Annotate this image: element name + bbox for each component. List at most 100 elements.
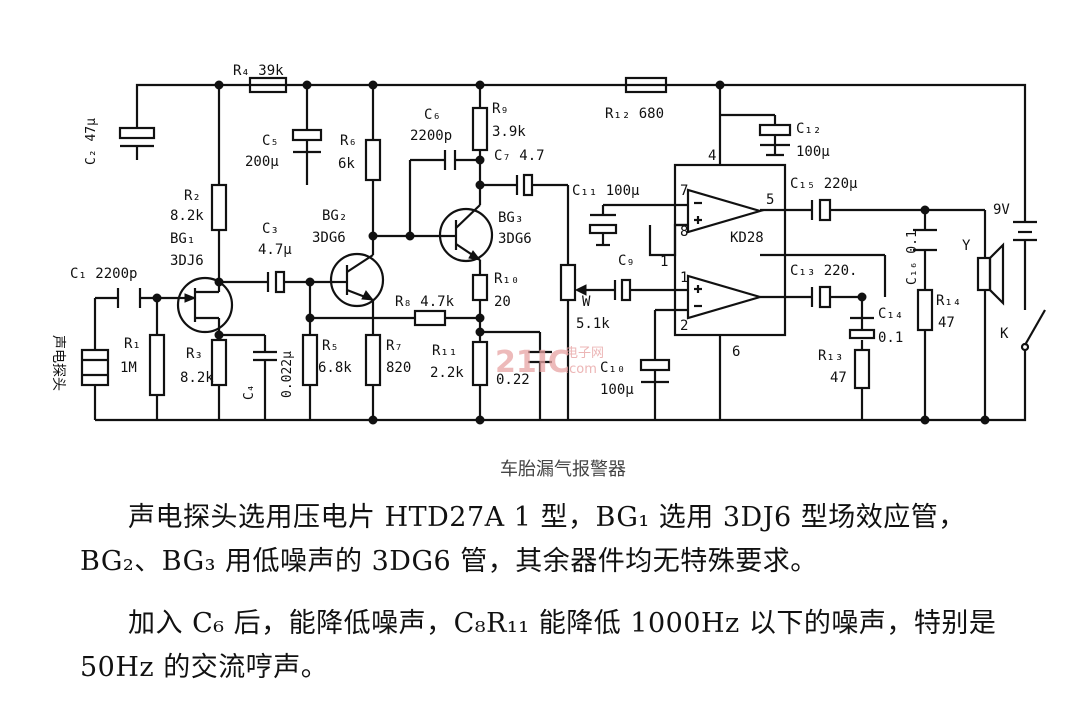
description-paragraph-1: 声电探头选用压电片 HTD27A 1 型，BG₁ 选用 3DJ6 型场效应管，B…: [80, 502, 966, 577]
svg-text:5: 5: [766, 192, 774, 208]
resistor-r6: [364, 138, 382, 182]
svg-text:5.1k: 5.1k: [576, 316, 610, 332]
capacitors: [80, 98, 937, 387]
circuit-schematic: R₄ 39k R₁₂ 680 C₂ 47μ R₂ 8.2k BG₁ 3DJ6 C…: [50, 63, 1046, 480]
svg-text:C₄: C₄: [242, 384, 257, 400]
svg-text:Y: Y: [962, 238, 971, 254]
svg-text:2200p: 2200p: [410, 128, 452, 144]
svg-text:3DG6: 3DG6: [312, 230, 346, 246]
watermark: 21IC 电子网 .com: [495, 345, 604, 380]
svg-text:C₉: C₉: [618, 253, 635, 269]
transistor-bg2: [329, 252, 385, 308]
svg-text:0.1: 0.1: [878, 330, 903, 346]
svg-text:R₄ 39k: R₄ 39k: [233, 63, 284, 79]
resistor-r5: [301, 333, 319, 387]
svg-text:C₃: C₃: [262, 221, 279, 237]
resistors: [148, 76, 934, 397]
svg-text:C₆: C₆: [424, 107, 441, 123]
svg-text:820: 820: [386, 360, 411, 376]
svg-text:C₁₃ 220.: C₁₃ 220.: [790, 263, 857, 279]
svg-text:电子网: 电子网: [565, 346, 604, 361]
resistor-r11: [471, 340, 489, 387]
description-paragraph-2: 加入 C₆ 后，能降低噪声，C₈R₁₁ 能降低 1000Hz 以下的噪声，特别是…: [80, 608, 997, 683]
resistor-r14: [916, 288, 934, 332]
transistor-bg3: [438, 207, 494, 263]
svg-text:R₁₂ 680: R₁₂ 680: [605, 106, 664, 122]
svg-text:BG₃: BG₃: [498, 210, 523, 226]
transistors: [176, 204, 494, 335]
svg-text:47: 47: [938, 315, 955, 331]
piezo-probe: [80, 348, 110, 387]
svg-text:C₁ 2200p: C₁ 2200p: [70, 266, 137, 282]
svg-text:6.8k: 6.8k: [318, 360, 352, 376]
svg-text:C₂ 47μ: C₂ 47μ: [84, 118, 99, 165]
svg-text:R₆: R₆: [340, 133, 357, 149]
svg-text:BG₂: BG₂: [322, 208, 347, 224]
svg-text:K: K: [1000, 326, 1009, 342]
svg-text:R₈ 4.7k: R₈ 4.7k: [395, 294, 455, 310]
svg-text:100μ: 100μ: [796, 144, 830, 160]
svg-text:C₁₀: C₁₀: [600, 360, 625, 376]
svg-text:R₂: R₂: [184, 188, 201, 204]
resistor-r12: [624, 76, 668, 94]
svg-text:3DG6: 3DG6: [498, 231, 532, 247]
svg-text:1: 1: [680, 270, 688, 286]
resistor-r9: [471, 106, 489, 152]
svg-text:声电探头: 声电探头: [50, 335, 66, 391]
svg-text:R₁₃: R₁₃: [818, 348, 843, 364]
svg-text:2: 2: [680, 318, 688, 334]
svg-text:8: 8: [680, 224, 688, 240]
svg-text:7: 7: [680, 183, 688, 199]
resistor-r8: [413, 309, 447, 327]
svg-text:R₉: R₉: [492, 101, 509, 117]
svg-text:R₁₄: R₁₄: [936, 293, 961, 309]
svg-text:1M: 1M: [120, 360, 137, 376]
resistor-r3: [210, 338, 228, 387]
resistor-r10: [471, 273, 489, 302]
svg-text:C₁₆ 0.1: C₁₆ 0.1: [905, 230, 920, 285]
svg-text:20: 20: [494, 294, 511, 310]
svg-text:0.22: 0.22: [496, 372, 530, 388]
svg-text:4.7μ: 4.7μ: [258, 242, 292, 258]
junctions: [152, 80, 990, 425]
transistor-bg1: [176, 276, 234, 334]
svg-text:2.2k: 2.2k: [430, 365, 464, 381]
svg-text:47: 47: [830, 370, 847, 386]
svg-text:C₇ 4.7: C₇ 4.7: [494, 148, 545, 164]
speaker: [976, 256, 992, 292]
svg-text:8.2k: 8.2k: [170, 208, 204, 224]
svg-text:100μ: 100μ: [600, 382, 634, 398]
resistor-r7: [364, 333, 382, 387]
svg-text:4: 4: [708, 148, 716, 164]
potentiometer-w: [559, 263, 577, 302]
resistor-r13: [853, 348, 871, 390]
svg-text:W: W: [582, 294, 591, 310]
svg-text:R₇: R₇: [386, 338, 403, 354]
resistor-r4: [248, 76, 288, 94]
svg-text:6k: 6k: [338, 156, 355, 172]
switch-k: [1024, 309, 1046, 346]
svg-text:R₁: R₁: [124, 336, 141, 352]
svg-text:KD28: KD28: [730, 230, 764, 246]
component-labels: R₄ 39k R₁₂ 680 C₂ 47μ R₂ 8.2k BG₁ 3DJ6 C…: [50, 63, 1010, 400]
svg-text:C₅: C₅: [262, 133, 279, 149]
svg-text:1: 1: [660, 254, 668, 270]
svg-text:C₁₄: C₁₄: [878, 306, 903, 322]
resistor-r2: [210, 183, 228, 232]
svg-text:R₁₀: R₁₀: [494, 271, 519, 287]
svg-text:3.9k: 3.9k: [492, 124, 526, 140]
ic-kd28: [673, 163, 787, 337]
svg-text:6: 6: [732, 344, 740, 360]
svg-text:21IC: 21IC: [495, 345, 570, 380]
svg-text:0.022μ: 0.022μ: [280, 351, 295, 398]
resistor-r1: [148, 333, 166, 397]
svg-text:C₁₅ 220μ: C₁₅ 220μ: [790, 176, 858, 192]
svg-text:C₁₁ 100μ: C₁₁ 100μ: [572, 183, 640, 199]
svg-text:R₅: R₅: [322, 338, 339, 354]
svg-text:R₁₁: R₁₁: [432, 343, 457, 359]
diagram-caption: 车胎漏气报警器: [500, 459, 626, 480]
svg-text:9V: 9V: [993, 202, 1010, 218]
svg-text:3DJ6: 3DJ6: [170, 253, 204, 269]
output-devices: [976, 210, 1046, 360]
svg-text:C₁₂: C₁₂: [796, 121, 821, 137]
